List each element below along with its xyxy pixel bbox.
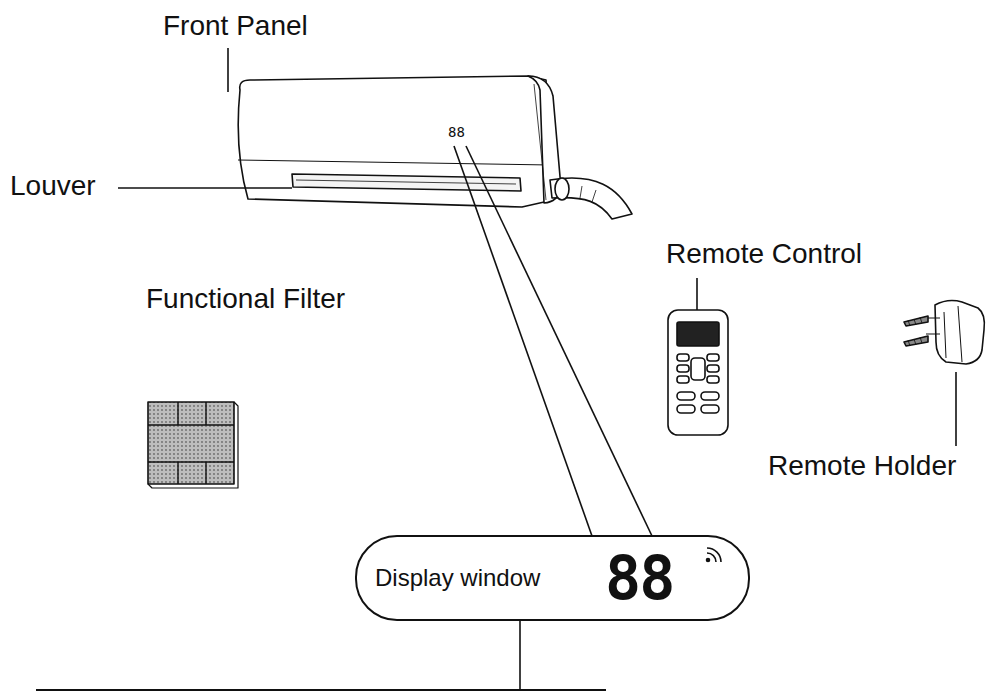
part-label: Louver <box>10 170 96 202</box>
display-digits: 88 <box>605 548 673 608</box>
part-label: Functional Filter <box>146 283 345 315</box>
part-label: Front Panel <box>163 10 308 42</box>
part-label: Remote Holder <box>768 450 956 482</box>
display-label: Display window <box>375 564 540 592</box>
part-label: Remote Control <box>666 238 862 270</box>
wifi-icon <box>704 543 726 565</box>
unit-display-digits: 88 <box>448 124 465 140</box>
display-window-box: Display window 88 <box>355 535 750 621</box>
